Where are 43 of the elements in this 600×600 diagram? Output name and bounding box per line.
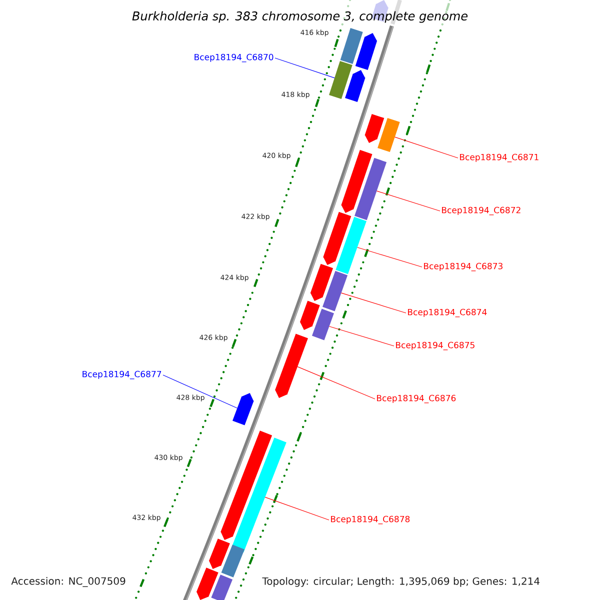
- leader-line: [328, 326, 394, 346]
- leader-line: [376, 190, 440, 212]
- gene-label: Bcep18194_C6878: [331, 516, 410, 524]
- gene-bar: [341, 150, 372, 213]
- leader-line: [357, 247, 422, 268]
- info-text: Accession: NC_007509: [10, 576, 127, 588]
- gene-label: Bcep18194_C6876: [377, 394, 456, 404]
- gene-bar: [310, 264, 334, 301]
- gene-bar: [220, 430, 272, 540]
- gene-bar: [355, 33, 378, 70]
- gene-bar: [378, 118, 400, 152]
- gene-bar: [345, 70, 366, 102]
- title: Burkholderia sp. 383 chromosome 3, complete genome: [132, 11, 468, 23]
- gene-label: Bcep18194_C6877: [82, 370, 162, 380]
- gene-bar: [275, 334, 308, 398]
- leader-line: [162, 374, 238, 408]
- leader-line: [264, 496, 330, 520]
- gene-bar: [232, 393, 254, 426]
- gene-bar: [329, 61, 352, 99]
- gene-bar: [211, 574, 233, 600]
- gene-bar: [322, 270, 348, 312]
- gene-label: Bcep18194_C6873: [424, 262, 502, 272]
- gene-bar: [323, 212, 352, 265]
- leader-line: [297, 366, 376, 400]
- gene-bar: [231, 438, 286, 552]
- gene-label: Bcep18194_C6874: [408, 308, 487, 318]
- gene-bar: [208, 538, 230, 569]
- gene-label: Bcep18194_C6872: [442, 206, 520, 216]
- leader-line: [340, 292, 406, 314]
- gene-bar: [312, 308, 334, 340]
- gene-bar: [300, 300, 320, 330]
- gene-bar: [196, 568, 218, 600]
- leader-line: [274, 58, 335, 78]
- gene-label: Bcep18194_C6875: [396, 342, 474, 350]
- gene-bar: [336, 216, 366, 274]
- gene-bar: [364, 114, 384, 143]
- gene-bar: [221, 544, 245, 578]
- gene-label: Bcep18194_C6871: [460, 154, 538, 162]
- info-text: Topology: circular; Length: 1,395,069 bp; Genes: 1,214: [261, 576, 542, 588]
- gene-bar: [354, 158, 387, 220]
- gene-label: Bcep18194_C6870: [194, 54, 274, 62]
- leader-line: [394, 136, 458, 158]
- gene-bar: [340, 28, 363, 64]
